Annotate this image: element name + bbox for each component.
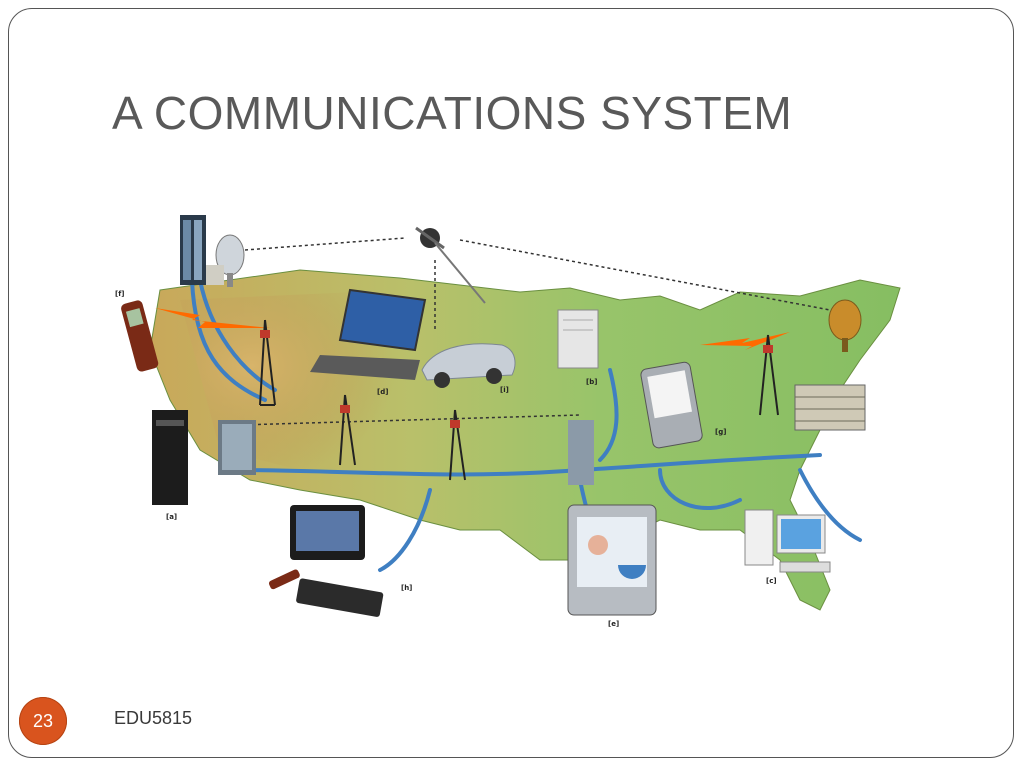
keyboard-icon xyxy=(296,578,384,617)
office-building-icon xyxy=(568,420,594,485)
label-a: [a] xyxy=(166,513,177,521)
lightning-signals xyxy=(155,308,790,350)
server-icon xyxy=(557,309,599,369)
satellite-dish-icon xyxy=(828,299,862,352)
label-h: [h] xyxy=(401,584,412,592)
label-b: [b] xyxy=(586,378,597,386)
office-building-icon xyxy=(794,384,866,431)
footer-text: EDU5815 xyxy=(114,708,193,728)
tablet-icon xyxy=(567,504,657,616)
slide-title: A COMMUNICATIONS SYSTEM xyxy=(112,87,793,139)
tv-icon xyxy=(290,505,365,560)
server-icon xyxy=(152,410,188,505)
label-c: [c] xyxy=(766,577,777,585)
satellite-icon xyxy=(415,226,486,304)
label-g: [g] xyxy=(715,428,726,436)
remote-icon xyxy=(268,569,300,590)
office-building-icon xyxy=(218,420,256,475)
pda-icon xyxy=(640,361,703,449)
label-e: [e] xyxy=(608,620,619,628)
desktop-computer-icon xyxy=(744,509,831,573)
label-i: [i] xyxy=(500,386,509,394)
label-f: [f] xyxy=(115,290,124,298)
office-building-icon xyxy=(180,215,224,285)
laptop-icon xyxy=(310,288,427,380)
label-d: [d] xyxy=(377,388,388,396)
page-number-badge: 23 xyxy=(19,697,67,745)
car-icon xyxy=(421,343,516,388)
communications-system-illustration: [f] [d] [i] [b] [g] [a] [h] [e] [c] xyxy=(115,215,901,628)
signal-arrows xyxy=(239,237,831,426)
mobile-phone-icon xyxy=(121,300,159,372)
